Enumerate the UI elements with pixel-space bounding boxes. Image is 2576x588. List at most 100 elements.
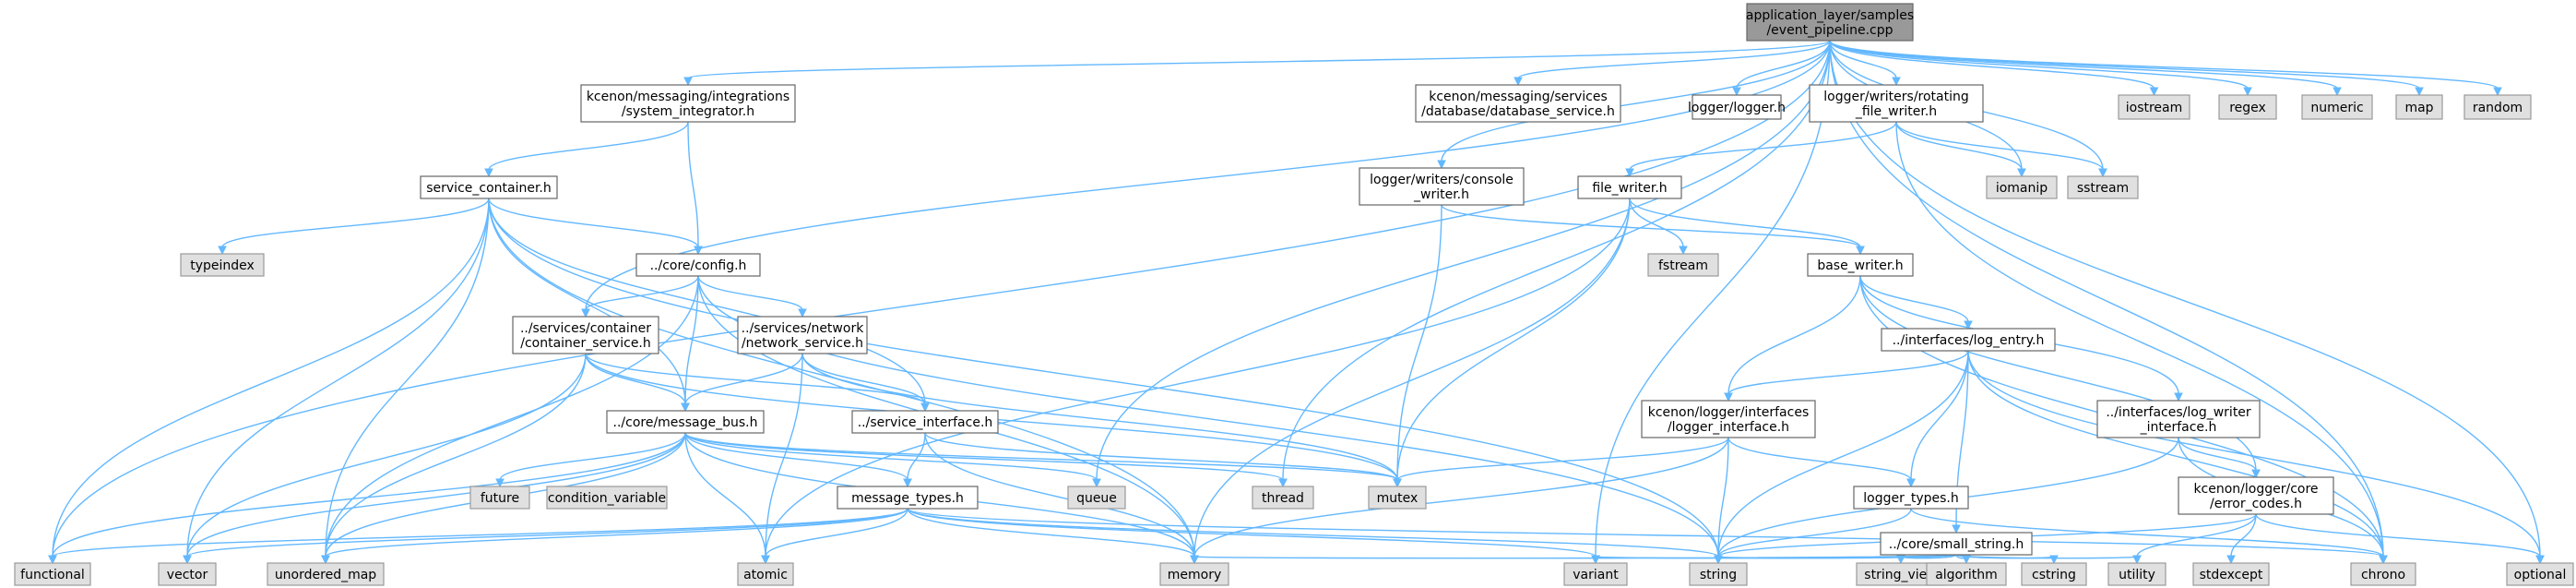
node-label: ../core/small_string.h (1889, 537, 2024, 552)
edge-root-to-rotating (1829, 40, 1901, 87)
node-box (14, 562, 91, 586)
edge-rotating-to-filewriter (1625, 121, 1897, 178)
node-iomanip[interactable]: iomanip (1986, 175, 2058, 199)
node-label: thread (1262, 491, 1304, 506)
node-box (2506, 562, 2574, 586)
node-mutex[interactable]: mutex (1368, 486, 1427, 510)
node-box (2021, 562, 2087, 586)
node-svccont[interactable]: service_container.h (420, 175, 558, 199)
edge-contsvc-to-vector (183, 353, 587, 565)
node-regex[interactable]: regex (2218, 94, 2277, 120)
node-logiface[interactable]: kcenon/logger/interfaces/logger_interfac… (1641, 400, 1816, 438)
node-box (1853, 486, 1969, 510)
node-label: ../service_interface.h (858, 415, 993, 430)
node-label: fstream (1658, 258, 1708, 273)
node-contsvc[interactable]: ../services/container/container_service.… (512, 316, 659, 354)
node-typeindex[interactable]: typeindex (180, 253, 265, 277)
node-box (2178, 476, 2334, 515)
node-fstream[interactable]: fstream (1647, 253, 1719, 277)
edge-msgtypes-to-functional (48, 508, 908, 565)
node-label: _writer.h (1413, 187, 1469, 202)
node-condvar[interactable]: condition_variable (546, 486, 668, 510)
node-box (1252, 486, 1314, 510)
node-utility[interactable]: utility (2107, 562, 2166, 586)
edge-errcodes-to-stdexcept (2226, 513, 2257, 565)
node-netsvc[interactable]: ../services/network/network_service.h (737, 316, 868, 354)
node-chrono[interactable]: chrono (2350, 562, 2416, 586)
edge-root-to-map (1829, 40, 2424, 97)
edge-msgbus-to-mutex (684, 432, 1402, 488)
node-random[interactable]: random (2463, 94, 2532, 120)
edge-basewriter-to-logiface (1724, 275, 1861, 402)
node-label: functional (20, 568, 85, 582)
node-vector[interactable]: vector (158, 562, 217, 586)
edge-errcodes-to-optional (2255, 513, 2545, 565)
node-rotating[interactable]: logger/writers/rotating_file_writer.h (1809, 84, 1984, 123)
edge-root-to-regex (1829, 40, 2252, 97)
edge-svciface-to-msgtypes (903, 432, 926, 488)
edge-rotating-to-iomanip (1895, 121, 2026, 178)
edge-smallstr-to-variant (1591, 554, 1957, 565)
node-queue[interactable]: queue (1067, 486, 1126, 510)
nodes-layer: application_layer/samples/event_pipeline… (14, 3, 2574, 586)
node-label: message_types.h (851, 491, 964, 506)
node-label: logger_types.h (1863, 491, 1959, 506)
node-variant[interactable]: variant (1563, 562, 1628, 586)
node-functional[interactable]: functional (14, 562, 91, 586)
node-box (180, 253, 265, 277)
node-optional[interactable]: optional (2506, 562, 2574, 586)
node-label: ../services/network (742, 321, 865, 336)
node-iostream[interactable]: iostream (2118, 94, 2190, 120)
node-logentry[interactable]: ../interfaces/log_entry.h (1881, 328, 2056, 352)
edge-svccont-to-msgbus (488, 198, 690, 413)
node-box (606, 410, 765, 434)
node-box (1067, 486, 1126, 510)
edge-root-to-numeric (1829, 40, 2342, 97)
node-console[interactable]: logger/writers/console_writer.h (1359, 167, 1525, 206)
node-future[interactable]: future (469, 486, 530, 510)
edge-logiface-to-mutex (1393, 437, 1729, 488)
node-svciface[interactable]: ../service_interface.h (851, 410, 999, 434)
node-basewriter[interactable]: base_writer.h (1807, 253, 1914, 277)
node-label: /system_integrator.h (622, 104, 754, 119)
node-box (1563, 562, 1628, 586)
node-logtypes[interactable]: logger_types.h (1853, 486, 1969, 510)
node-sysint[interactable]: kcenon/messaging/integrations/system_int… (580, 84, 796, 123)
node-label: kcenon/logger/interfaces (1648, 405, 1810, 420)
node-msgtypes[interactable]: message_types.h (837, 486, 979, 510)
node-box (737, 316, 868, 354)
node-root[interactable]: application_layer/samples/event_pipeline… (1746, 3, 1914, 42)
node-label: logger/writers/rotating (1823, 90, 1969, 104)
node-box (546, 486, 668, 510)
node-filewriter[interactable]: file_writer.h (1577, 175, 1682, 199)
node-smallstr[interactable]: ../core/small_string.h (1880, 532, 2033, 556)
node-msgbus[interactable]: ../core/message_bus.h (606, 410, 765, 434)
node-loggerh[interactable]: logger/logger.h (1688, 94, 1786, 120)
node-box (2395, 94, 2443, 120)
node-label: atomic (743, 568, 788, 582)
node-algorithm[interactable]: algorithm (1926, 562, 2007, 586)
node-box (1692, 94, 1782, 120)
node-thread[interactable]: thread (1252, 486, 1314, 510)
edge-msgtypes-to-variant (907, 508, 1600, 565)
node-label: algorithm (1935, 568, 1998, 582)
node-config[interactable]: ../core/config.h (635, 253, 761, 277)
node-numeric[interactable]: numeric (2301, 94, 2373, 120)
node-sstream[interactable]: sstream (2067, 175, 2139, 199)
node-cstring[interactable]: cstring (2021, 562, 2087, 586)
node-stdexcept[interactable]: stdexcept (2192, 562, 2270, 586)
node-dbsvc[interactable]: kcenon/messaging/services/database/datab… (1415, 84, 1621, 123)
node-string[interactable]: string (1689, 562, 1748, 586)
edge-msgbus-to-thread (684, 432, 1288, 488)
node-box (1641, 400, 1816, 438)
node-label: /event_pipeline.cpp (1766, 23, 1893, 38)
node-memory[interactable]: memory (1159, 562, 1229, 586)
node-errcodes[interactable]: kcenon/logger/core/error_codes.h (2178, 476, 2334, 515)
node-map[interactable]: map (2395, 94, 2443, 120)
node-logwriteriface[interactable]: ../interfaces/log_writer_interface.h (2096, 400, 2261, 438)
node-unordered_map[interactable]: unordered_map (267, 562, 385, 586)
node-box (1359, 167, 1525, 206)
edge-netsvc-to-msgbus (681, 353, 803, 413)
node-label: logger/writers/console (1370, 173, 1514, 187)
node-atomic[interactable]: atomic (737, 562, 794, 586)
